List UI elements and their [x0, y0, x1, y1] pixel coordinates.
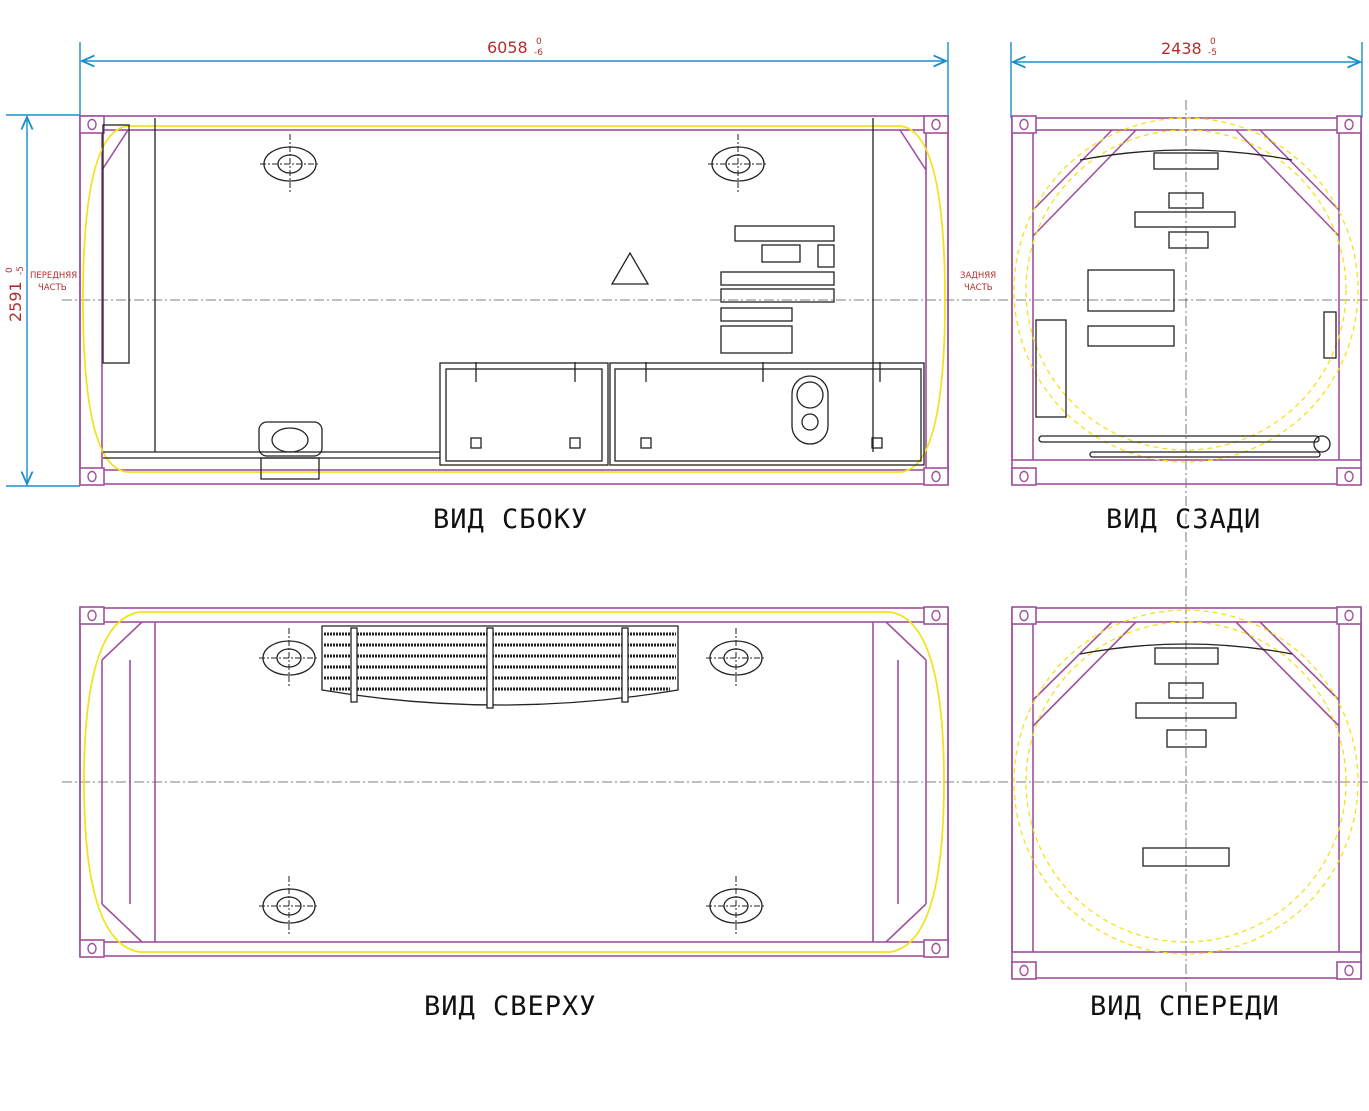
- rear-view: [1011, 100, 1362, 1000]
- pressure-gauge-icon: [796, 381, 824, 409]
- length-value: 6058: [487, 38, 528, 57]
- height-lower-tol: -5: [16, 266, 26, 275]
- gauge-panel: [791, 375, 829, 445]
- side-view-title: ВИД СБОКУ: [433, 504, 588, 535]
- svg-text:ЗАДНЯЯ: ЗАДНЯЯ: [960, 271, 996, 281]
- dimension-length: 6058 0 -6: [79, 37, 949, 118]
- dimension-height: 2591 0 -5: [5, 114, 80, 487]
- dimension-width: 2438 0 -5: [1010, 37, 1363, 118]
- top-view: [62, 606, 1369, 958]
- top-view-title: ВИД СВЕРХУ: [424, 991, 597, 1022]
- height-value: 2591: [6, 281, 25, 322]
- width-upper-tol: 0: [1210, 37, 1216, 47]
- front-note: ПЕРЕДНЯЯ ЧАСТЬ: [30, 271, 77, 293]
- rear-note: ЗАДНЯЯ ЧАСТЬ: [960, 271, 996, 293]
- side-view: [62, 115, 1369, 486]
- warning-triangle-icon: [610, 251, 650, 285]
- length-lower-tol: -6: [534, 48, 543, 58]
- svg-text:ЧАСТЬ: ЧАСТЬ: [38, 283, 67, 293]
- length-upper-tol: 0: [536, 37, 542, 47]
- heating-coil: [321, 625, 679, 709]
- front-view: [1011, 606, 1362, 980]
- bottom-valve: [258, 421, 323, 457]
- width-value: 2438: [1161, 39, 1202, 58]
- svg-text:ПЕРЕДНЯЯ: ПЕРЕДНЯЯ: [30, 271, 77, 281]
- rear-view-title: ВИД СЗАДИ: [1106, 504, 1261, 535]
- svg-text:ЧАСТЬ: ЧАСТЬ: [964, 283, 993, 293]
- width-lower-tol: -5: [1208, 48, 1217, 58]
- height-upper-tol: 0: [5, 267, 15, 273]
- front-view-title: ВИД СПЕРЕДИ: [1090, 991, 1280, 1022]
